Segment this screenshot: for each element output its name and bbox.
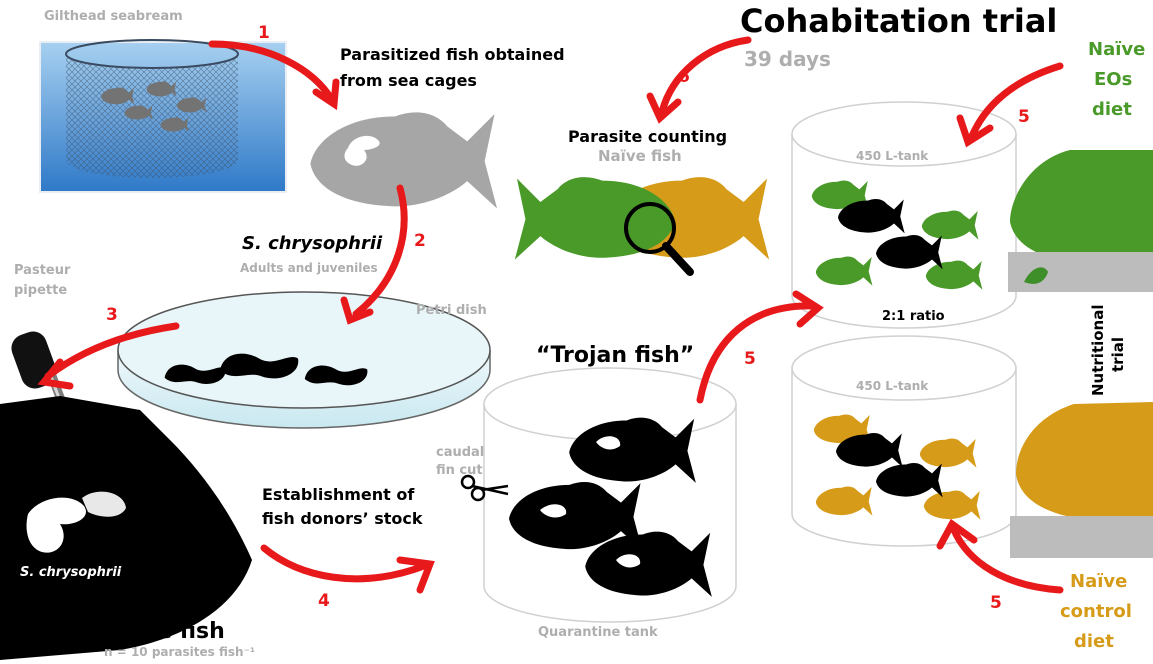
label-eos-diet-1: Naïve bbox=[1088, 40, 1145, 60]
feed-pellets-top bbox=[1008, 252, 1153, 292]
label-trojan-fish: “Trojan fish” bbox=[536, 344, 694, 368]
label-species-on-fish: S. chrysophrii bbox=[20, 566, 121, 580]
step-number-6: 6 bbox=[678, 68, 690, 87]
label-control-diet-1: Naïve bbox=[1070, 572, 1127, 592]
label-parasite-counting: Parasite counting bbox=[568, 128, 727, 146]
title-cohabitation: Cohabitation trial bbox=[740, 4, 1057, 39]
step-number-1: 1 bbox=[258, 24, 270, 43]
step-number-4: 4 bbox=[318, 592, 330, 611]
label-nutritional-2: trial bbox=[1110, 337, 1127, 372]
label-control-diet-2: control bbox=[1060, 602, 1132, 622]
label-quarantine: Quarantine tank bbox=[538, 626, 658, 640]
label-control-diet-3: diet bbox=[1074, 632, 1114, 652]
label-petri: Petri dish bbox=[416, 304, 487, 318]
label-species: S. chrysophrii bbox=[242, 234, 382, 254]
step-number-5-bottom: 5 bbox=[990, 594, 1002, 613]
label-caudal-1: caudal bbox=[436, 446, 484, 460]
step-number-5-main: 5 bbox=[744, 350, 756, 369]
label-naive-fish-counting: Naïve fish bbox=[598, 148, 682, 165]
label-nutritional-1: Nutritional bbox=[1090, 304, 1107, 396]
label-ratio: 2:1 ratio bbox=[882, 310, 945, 324]
step-number-5-top: 5 bbox=[1018, 108, 1030, 127]
label-tank-top: 450 L-tank bbox=[856, 150, 928, 163]
label-parasite-load: n = 10 parasites fish⁻¹ bbox=[104, 646, 255, 659]
label-eos-diet-3: diet bbox=[1092, 100, 1132, 120]
label-eos-diet-2: EOs bbox=[1094, 70, 1132, 90]
sea-cage-illustration bbox=[40, 40, 286, 192]
control-diet-fish bbox=[1016, 402, 1153, 522]
label-parasitized-1: Parasitized fish obtained bbox=[340, 46, 565, 64]
label-pasteur-2: pipette bbox=[14, 284, 67, 298]
title-duration: 39 days bbox=[744, 48, 831, 70]
label-establishment-2: fish donors’ stock bbox=[262, 510, 423, 528]
step-number-3: 3 bbox=[106, 306, 118, 325]
quarantine-tank bbox=[484, 368, 736, 622]
label-establishment-1: Establishment of bbox=[262, 486, 414, 504]
label-adults-juveniles: Adults and juveniles bbox=[240, 262, 378, 275]
label-parasitized-2: from sea cages bbox=[340, 72, 477, 90]
label-caudal-2: fin cut bbox=[436, 464, 483, 478]
tank-control bbox=[792, 336, 1016, 546]
label-pasteur-1: Pasteur bbox=[14, 264, 70, 278]
label-tank-bottom: 450 L-tank bbox=[856, 380, 928, 393]
eos-diet-fish bbox=[1010, 150, 1153, 264]
step-number-2: 2 bbox=[414, 232, 426, 251]
label-gilthead: Gilthead seabream bbox=[44, 10, 183, 24]
feed-pellets-bottom bbox=[1010, 516, 1153, 558]
label-naive-fish: Naïve fish bbox=[102, 620, 225, 644]
parasite-counting-fish bbox=[515, 177, 769, 272]
